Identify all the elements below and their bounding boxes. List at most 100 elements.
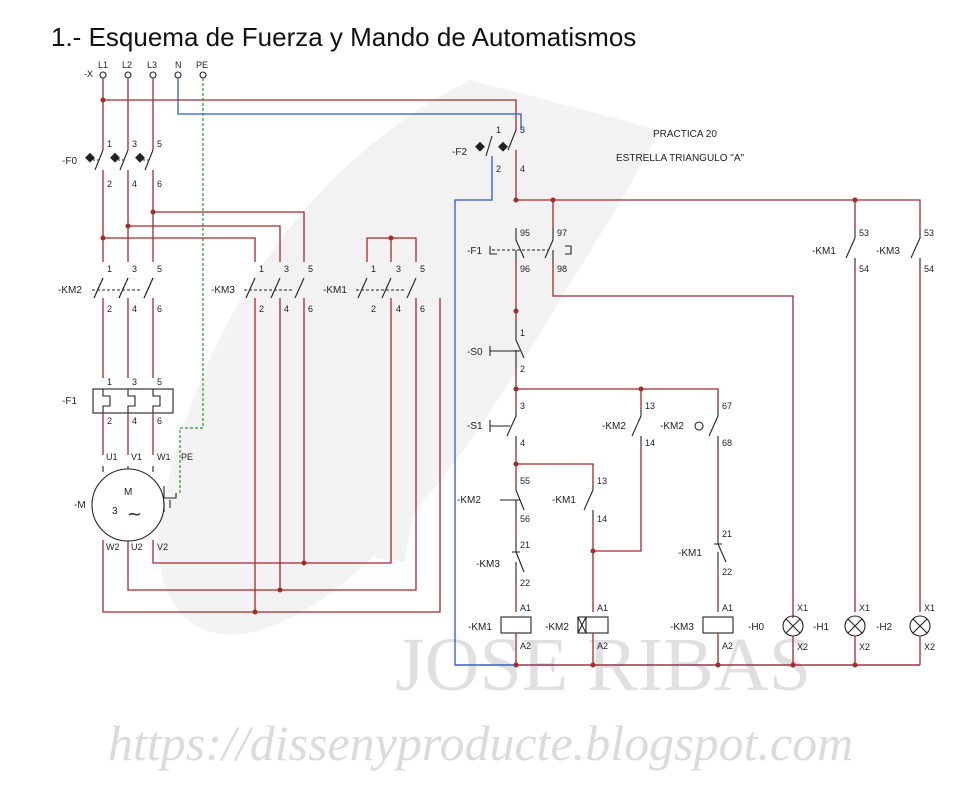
motor-terminal: V1 [131, 452, 142, 462]
watermark-url: https://dissenyproducte.blogspot.com [108, 715, 853, 771]
motor-tilde: ~ [127, 504, 142, 525]
lamp-ref: -H2 [876, 622, 893, 633]
f1-aux-ref: -F1 [467, 246, 482, 257]
pin-label: 6 [157, 179, 162, 189]
pin-label: X2 [859, 642, 870, 652]
pin-label: 1 [371, 264, 376, 274]
pin-label: A1 [520, 603, 531, 613]
pin-label: 3 [132, 377, 137, 387]
pin-label: 5 [157, 139, 162, 149]
pin-label: 97 [557, 228, 567, 238]
lamp-ref: -H1 [813, 622, 830, 633]
km2-67-ref: -KM2 [660, 421, 684, 432]
pin-label: 14 [597, 514, 607, 524]
pin-label: 3 [520, 401, 525, 411]
pin-label: X1 [859, 603, 870, 613]
pin-label: X1 [797, 603, 808, 613]
pin-label: 22 [520, 578, 530, 588]
pin-label: 4 [396, 304, 401, 314]
motor-terminal: V2 [157, 542, 168, 552]
supply-ref: -X [84, 69, 93, 79]
pin-label: X2 [924, 642, 935, 652]
pin-label: 1 [259, 264, 264, 274]
pin-label: 2 [107, 179, 112, 189]
pin-label: X1 [924, 603, 935, 613]
pin-label: 2 [107, 416, 112, 426]
pin-label: 3 [396, 264, 401, 274]
km1-53-ref: -KM1 [812, 246, 836, 257]
pin-label: 2 [520, 364, 525, 374]
pin-label: 3 [520, 125, 525, 135]
practice-label: PRACTICA 20 [653, 129, 717, 140]
pin-label: A2 [520, 641, 531, 651]
pin-label: 6 [420, 304, 425, 314]
pin-label: 68 [722, 438, 732, 448]
pin-label: 3 [284, 264, 289, 274]
pin-label: 22 [722, 567, 732, 577]
watermark-logo [158, 80, 660, 635]
practice-subtitle: ESTRELLA TRIANGULO "A" [616, 153, 745, 164]
pin-label: 67 [722, 401, 732, 411]
pin-label: A1 [597, 603, 608, 613]
pin-label: 4 [284, 304, 289, 314]
pin-label: 56 [520, 514, 530, 524]
motor-phases: 3 [112, 506, 118, 517]
pin-label: 4 [520, 164, 525, 174]
pin-label: 5 [157, 264, 162, 274]
pin-label: 14 [645, 438, 655, 448]
km3-power-ref: -KM3 [211, 285, 235, 296]
pin-label: 4 [132, 416, 137, 426]
motor-terminal: W1 [157, 452, 171, 462]
pin-label: 3 [132, 139, 137, 149]
pin-label: 1 [520, 328, 525, 338]
pin-label: 2 [371, 304, 376, 314]
pin-label: 54 [859, 264, 869, 274]
terminal-label: PE [196, 60, 208, 70]
pin-label: X2 [797, 642, 808, 652]
coil-ref: -KM2 [545, 622, 569, 633]
coil-ref: -KM3 [670, 622, 694, 633]
km3-21-ref: -KM3 [476, 559, 500, 570]
km2-power-ref: -KM2 [58, 285, 82, 296]
lamp-ref: -H0 [748, 622, 765, 633]
pin-label: 2 [107, 304, 112, 314]
km1-21-ref: -KM1 [678, 548, 702, 559]
pin-label: 4 [132, 304, 137, 314]
km1-power-ref: -KM1 [323, 285, 347, 296]
pin-label: 5 [308, 264, 313, 274]
terminal-label: L1 [98, 60, 108, 70]
pin-label: 1 [496, 125, 501, 135]
motor-terminal: U2 [131, 542, 143, 552]
km2-13-ref: -KM2 [602, 421, 626, 432]
km2-55-ref: -KM2 [457, 495, 481, 506]
pin-label: 21 [722, 529, 732, 539]
pin-label: 53 [924, 228, 934, 238]
control-circuit: PRACTICA 20 ESTRELLA TRIANGULO "A" -F2 1… [452, 125, 935, 668]
motor-terminal: PE [181, 452, 193, 462]
pin-label: 1 [107, 139, 112, 149]
pin-label: 5 [420, 264, 425, 274]
pin-label: 2 [496, 164, 501, 174]
pin-label: 55 [520, 476, 530, 486]
pin-label: A2 [597, 641, 608, 651]
power-circuit: -X L1 L2 L3 N PE -F0 1 3 5 2 4 6 [58, 60, 522, 615]
pin-label: 21 [520, 540, 530, 550]
pin-label: 6 [308, 304, 313, 314]
terminal-label: N [175, 60, 182, 70]
f0-ref: -F0 [62, 156, 77, 167]
s1-ref: -S1 [467, 421, 483, 432]
pin-label: 54 [924, 264, 934, 274]
motor-letter: M [124, 487, 132, 498]
terminal-label: L3 [147, 60, 157, 70]
motor-ref: -M [74, 500, 86, 511]
km1-13-ref: -KM1 [552, 495, 576, 506]
pin-label: 6 [157, 416, 162, 426]
pin-label: A2 [722, 641, 733, 651]
pin-label: 3 [132, 264, 137, 274]
pin-label: 98 [557, 264, 567, 274]
s0-ref: -S0 [467, 347, 483, 358]
motor-terminal: W2 [106, 542, 120, 552]
pin-label: 6 [157, 304, 162, 314]
pin-label: 4 [520, 438, 525, 448]
